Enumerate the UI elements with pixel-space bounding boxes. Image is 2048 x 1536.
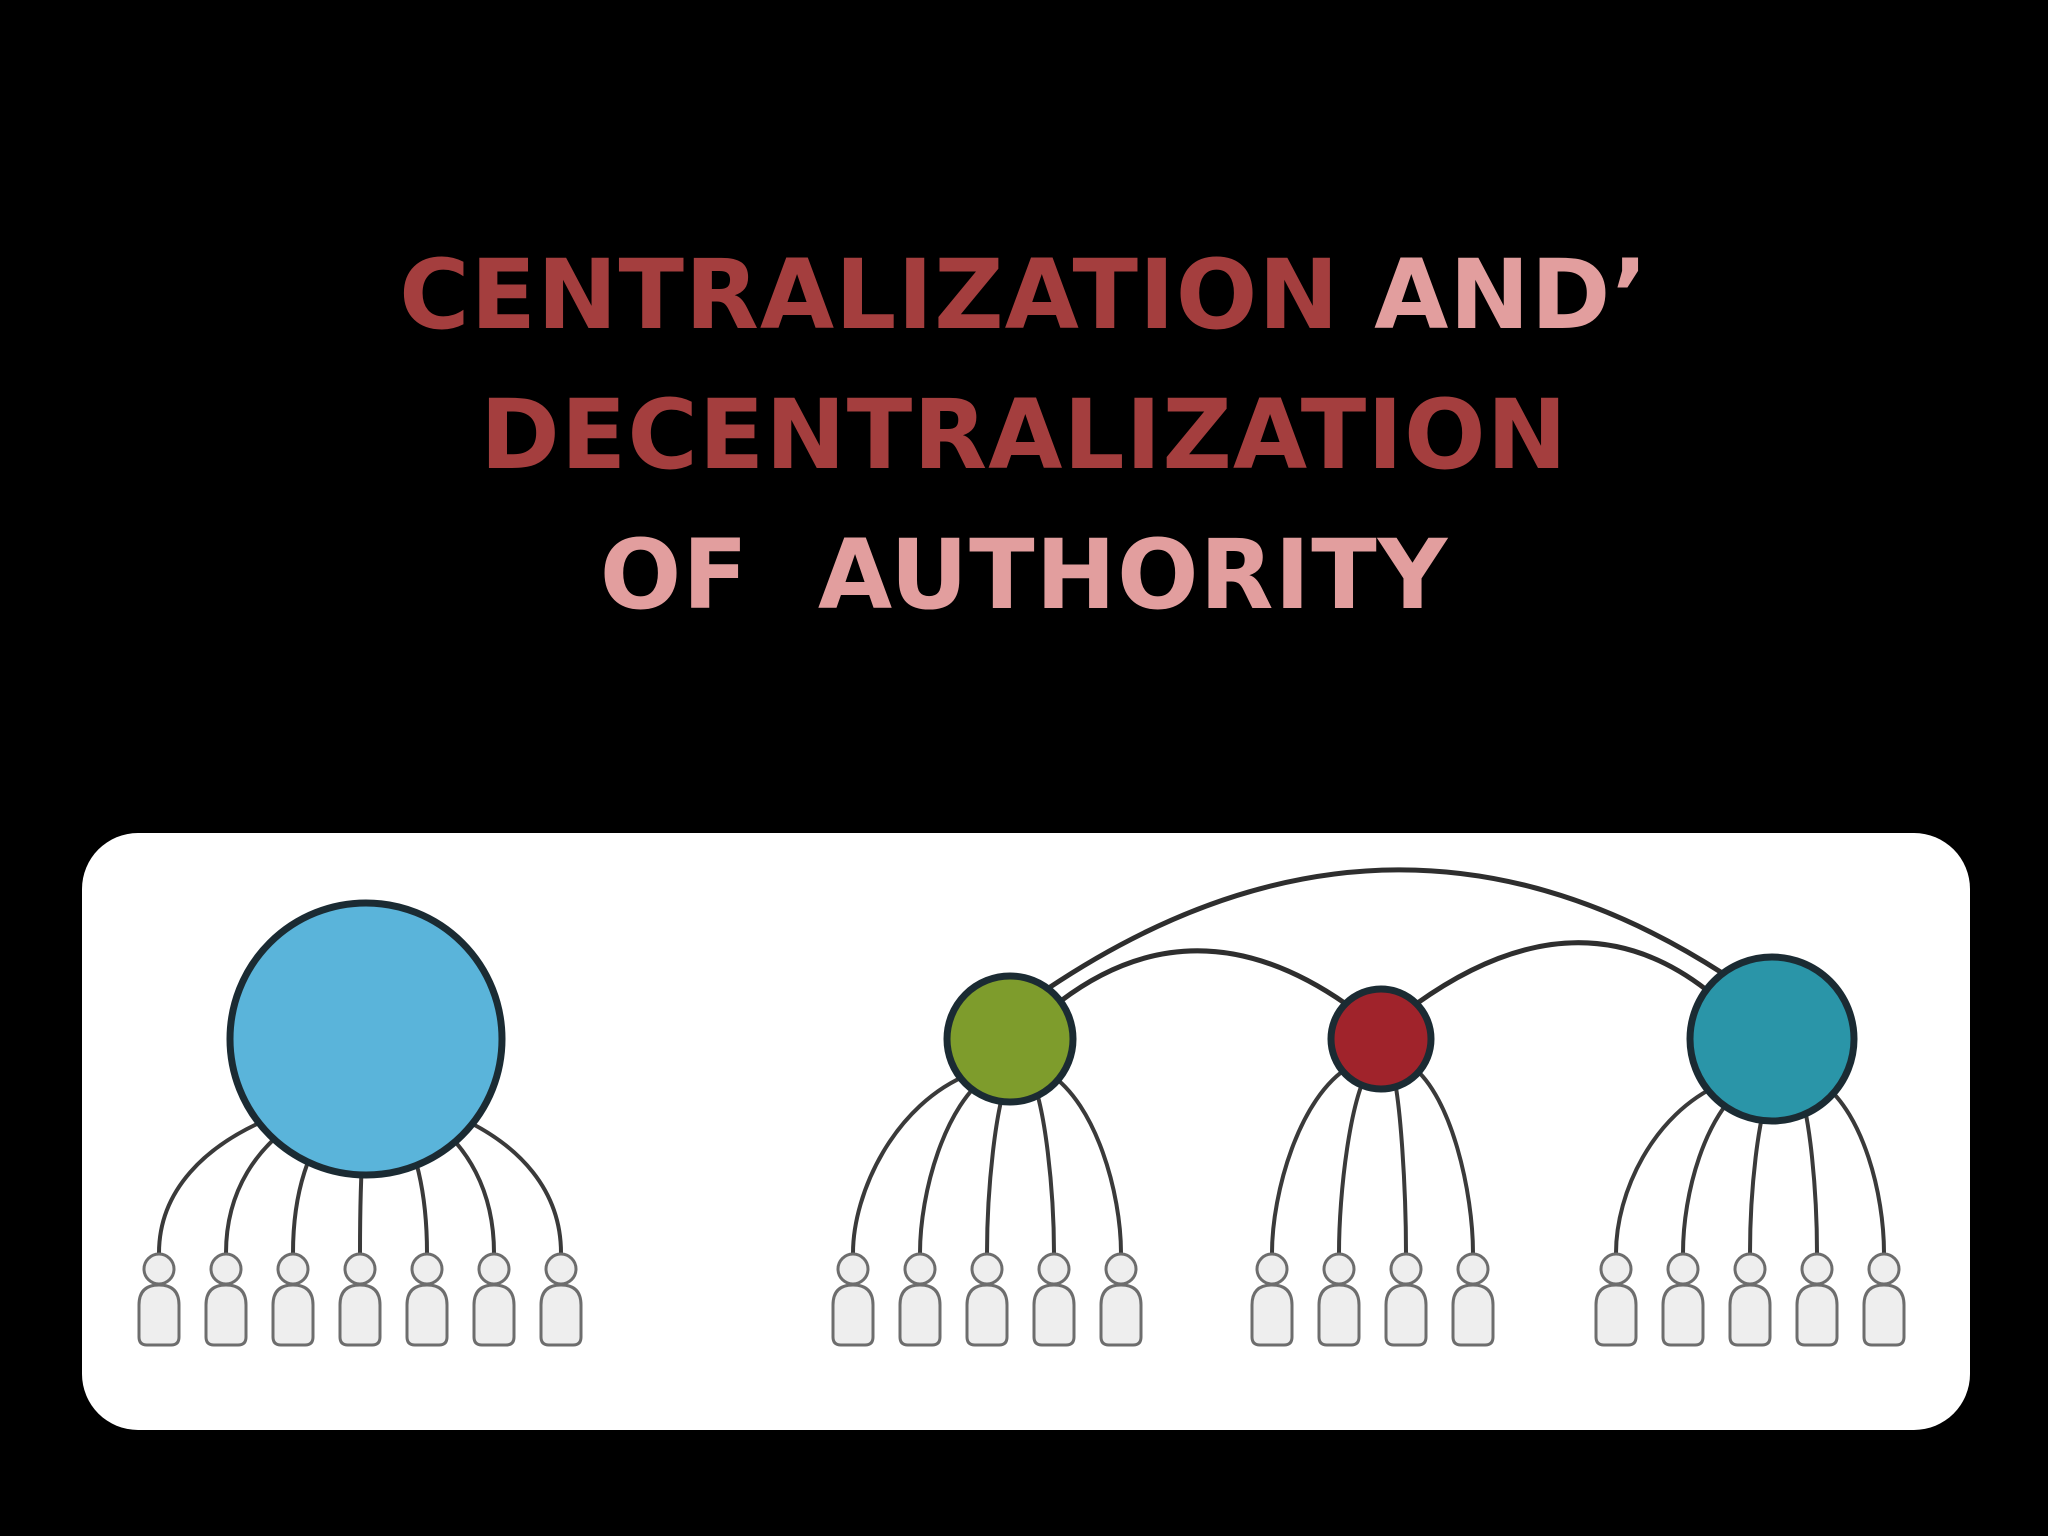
person-body	[1795, 1283, 1839, 1347]
decentral-authority-node	[1686, 953, 1858, 1125]
person-head	[1255, 1252, 1289, 1286]
person-head	[477, 1252, 511, 1286]
person-body	[1594, 1283, 1638, 1347]
person-icon	[405, 1252, 449, 1347]
person-body	[1250, 1283, 1294, 1347]
person-body	[1317, 1283, 1361, 1347]
title-line-3: OF AUTHORITY	[599, 519, 1449, 631]
subordinate-link	[1270, 1064, 1351, 1254]
person-icon	[831, 1252, 875, 1347]
person-head	[1037, 1252, 1071, 1286]
person-body	[338, 1283, 382, 1347]
subordinate-link	[1822, 1082, 1886, 1254]
peer-link	[1046, 867, 1725, 991]
person-icon	[539, 1252, 583, 1347]
person-head	[1666, 1252, 1700, 1286]
person-icon	[1795, 1252, 1839, 1347]
person-body	[898, 1283, 942, 1347]
person-head	[276, 1252, 310, 1286]
central-authority-node	[226, 899, 506, 1179]
person-icon	[1451, 1252, 1495, 1347]
person-head	[209, 1252, 243, 1286]
person-head	[970, 1252, 1004, 1286]
subordinate-link	[851, 1071, 972, 1254]
person-icon	[1099, 1252, 1143, 1347]
person-body	[472, 1283, 516, 1347]
person-icon	[1661, 1252, 1705, 1347]
person-body	[204, 1283, 248, 1347]
person-icon	[1032, 1252, 1076, 1347]
title-word-and: AND’	[1374, 239, 1649, 351]
person-body	[965, 1283, 1009, 1347]
person-icon	[271, 1252, 315, 1347]
subordinate-link	[157, 1111, 282, 1254]
person-icon	[1317, 1252, 1361, 1347]
person-head	[1800, 1252, 1834, 1286]
subordinate-link	[1411, 1064, 1475, 1254]
person-icon	[204, 1252, 248, 1347]
title-line-2: DECENTRALIZATION	[480, 379, 1568, 491]
subordinate-link	[450, 1111, 563, 1254]
subordinate-link	[918, 1071, 992, 1254]
person-body	[1032, 1283, 1076, 1347]
person-icon	[137, 1252, 181, 1347]
person-head	[1867, 1252, 1901, 1286]
person-body	[1728, 1283, 1772, 1347]
person-body	[831, 1283, 875, 1347]
person-body	[137, 1283, 181, 1347]
person-head	[836, 1252, 870, 1286]
peer-link	[1058, 948, 1348, 1007]
person-body	[539, 1283, 583, 1347]
person-icon	[898, 1252, 942, 1347]
person-body	[271, 1283, 315, 1347]
person-icon	[965, 1252, 1009, 1347]
person-icon	[338, 1252, 382, 1347]
title-line-1: CENTRALIZATION AND’	[0, 225, 2048, 365]
slide-title: CENTRALIZATION AND’ DECENTRALIZATION OF …	[0, 225, 2048, 645]
person-head	[142, 1252, 176, 1286]
person-head	[1322, 1252, 1356, 1286]
person-icon	[472, 1252, 516, 1347]
subordinate-link	[1337, 1065, 1373, 1254]
decentral-authority-node	[943, 972, 1077, 1106]
peer-link	[1414, 940, 1708, 1007]
diagram-panel	[82, 833, 1970, 1430]
subordinate-link	[1389, 1065, 1408, 1254]
person-head	[410, 1252, 444, 1286]
person-head	[1599, 1252, 1633, 1286]
person-icon	[1384, 1252, 1428, 1347]
person-icon	[1250, 1252, 1294, 1347]
title-word-centralization: CENTRALIZATION	[399, 239, 1340, 351]
person-head	[343, 1252, 377, 1286]
subordinate-link	[1048, 1071, 1123, 1254]
person-head	[544, 1252, 578, 1286]
person-icon	[1862, 1252, 1906, 1347]
person-body	[1862, 1283, 1906, 1347]
person-head	[1456, 1252, 1490, 1286]
person-body	[1384, 1283, 1428, 1347]
diagram-people	[137, 1252, 1906, 1347]
person-icon	[1594, 1252, 1638, 1347]
person-head	[1733, 1252, 1767, 1286]
person-body	[1099, 1283, 1143, 1347]
decentral-authority-node	[1327, 985, 1435, 1093]
person-head	[903, 1252, 937, 1286]
authority-structure-diagram	[137, 867, 1906, 1347]
person-body	[1661, 1283, 1705, 1347]
person-head	[1104, 1252, 1138, 1286]
subordinate-link	[1614, 1082, 1722, 1254]
person-icon	[1728, 1252, 1772, 1347]
person-body	[1451, 1283, 1495, 1347]
diagram-nodes	[226, 899, 1858, 1179]
person-body	[405, 1283, 449, 1347]
person-head	[1389, 1252, 1423, 1286]
